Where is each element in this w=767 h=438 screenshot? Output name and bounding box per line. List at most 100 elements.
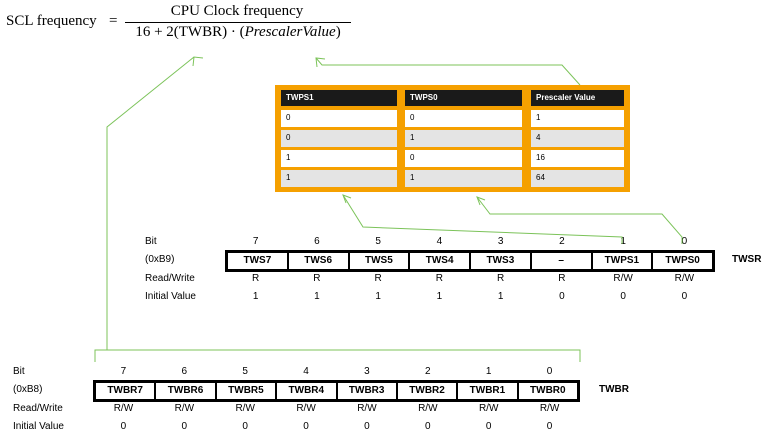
prescaler-cell: 0 (405, 150, 522, 167)
bit-number: 0 (546, 366, 553, 377)
register-field: TWBR4 (277, 383, 338, 399)
register-field: TWS4 (410, 253, 471, 269)
register-field: TWPS0 (665, 255, 700, 266)
bit-label: Bit (145, 236, 157, 247)
access-value: R (497, 273, 505, 284)
initial-value: 1 (436, 291, 443, 302)
prescaler-column: TWPS1 0 0 1 1 (278, 85, 400, 192)
access-value: R/W (418, 403, 438, 414)
register-field: TWBR3 (338, 383, 398, 399)
register-field: TWBR6 (156, 383, 217, 399)
access-value: R/W (113, 403, 134, 414)
prescaler-cell: 64 (531, 170, 624, 187)
prescaler-header: Prescaler Value (531, 90, 624, 106)
prescaler-column: TWPS0 0 1 0 1 (402, 85, 525, 192)
bit-number: 6 (314, 236, 320, 247)
bit-label: Bit (13, 366, 25, 377)
formula-numerator: CPU Clock frequency (170, 3, 304, 19)
prescaler-cell: 0 (405, 110, 522, 127)
access-value: R (435, 273, 443, 284)
readwrite-label: Read/Write (13, 403, 63, 414)
initial-value: 0 (559, 291, 565, 302)
formula-denominator: 16 + 2(TWBR) · (PrescalerValue) (125, 24, 351, 41)
bit-number: 3 (497, 236, 504, 247)
access-value: R/W (539, 403, 560, 414)
prescaler-cell: 1 (281, 150, 397, 167)
register-field: TWPS1 (593, 253, 654, 269)
prescaler-cell: 1 (405, 170, 522, 187)
arrow-twbr-to-formula (94, 56, 195, 362)
initial-value: 1 (314, 291, 320, 302)
register-field: TWBR2 (398, 383, 459, 399)
initial-value: 0 (485, 421, 492, 432)
denominator-plain: 16 + 2(TWBR) · ( (135, 24, 245, 40)
access-value: R (374, 273, 382, 284)
initial-value: 0 (120, 421, 127, 432)
register-name: TWSR (732, 254, 762, 265)
denominator-italic: PrescalerValue (244, 24, 336, 40)
arrowhead-twps0 (476, 196, 486, 206)
prescaler-cell: 1 (405, 130, 522, 147)
register-field: – (532, 253, 593, 269)
prescaler-cell: 0 (281, 130, 397, 147)
access-value: R (252, 273, 260, 284)
access-value: R/W (235, 403, 255, 414)
register-field: TWBR5 (217, 383, 278, 399)
arrowhead-twbr (192, 56, 204, 67)
initial-value: 1 (252, 291, 259, 302)
prescaler-cell: 4 (531, 130, 624, 147)
bit-number: 0 (681, 236, 688, 247)
initial-value-label: Initial Value (13, 421, 64, 432)
address-label: (0xB8) (13, 384, 43, 395)
formula-equals: = (109, 13, 118, 29)
access-value: R/W (174, 403, 195, 414)
formula-lhs: SCL frequency (6, 13, 97, 29)
prescaler-cell: 1 (281, 170, 397, 187)
initial-value: 1 (375, 291, 381, 302)
bit-number: 4 (303, 366, 309, 377)
initial-value: 0 (620, 291, 626, 302)
address-label: (0xB9) (145, 254, 175, 265)
readwrite-label: Read/Write (145, 273, 195, 284)
register-field: TWS3 (471, 253, 532, 269)
access-value: R/W (674, 273, 695, 284)
initial-value: 0 (546, 421, 553, 432)
denominator-close: ) (335, 24, 341, 40)
access-value: R/W (478, 403, 499, 414)
initial-value: 0 (303, 421, 309, 432)
bit-number: 1 (485, 366, 492, 377)
arrow-twps1-to-table (342, 194, 623, 244)
initial-value: 0 (681, 291, 688, 302)
prescaler-header: TWPS1 (281, 90, 397, 106)
access-value: R/W (357, 403, 377, 414)
initial-value: 0 (364, 421, 370, 432)
bit-number: 6 (181, 366, 188, 377)
arrow-twps0-to-table (476, 196, 683, 244)
access-value: R/W (613, 273, 633, 284)
bit-number: 4 (436, 236, 443, 247)
access-value: R (558, 273, 566, 284)
access-value: R/W (296, 403, 316, 414)
register-field: TWS7 (228, 253, 289, 269)
initial-value: 0 (181, 421, 188, 432)
prescaler-cell: 0 (281, 110, 397, 127)
initial-value: 0 (425, 421, 431, 432)
arrow-prescaler-to-formula (315, 57, 581, 86)
register-field: TWS5 (350, 253, 411, 269)
initial-value-label: Initial Value (145, 291, 196, 302)
prescaler-header: TWPS0 (405, 90, 522, 106)
initial-value: 1 (497, 291, 504, 302)
bit-number: 5 (375, 236, 381, 247)
initial-value: 0 (242, 421, 248, 432)
register-field: TWBR1 (458, 383, 519, 399)
arrowhead-twps1 (342, 194, 352, 204)
arrowhead-prescaler (315, 57, 326, 68)
fraction-bar (125, 22, 351, 23)
access-value: R (313, 273, 321, 284)
bit-number: 2 (425, 366, 431, 377)
bit-number: 3 (364, 366, 370, 377)
register-name: TWBR (599, 384, 629, 395)
